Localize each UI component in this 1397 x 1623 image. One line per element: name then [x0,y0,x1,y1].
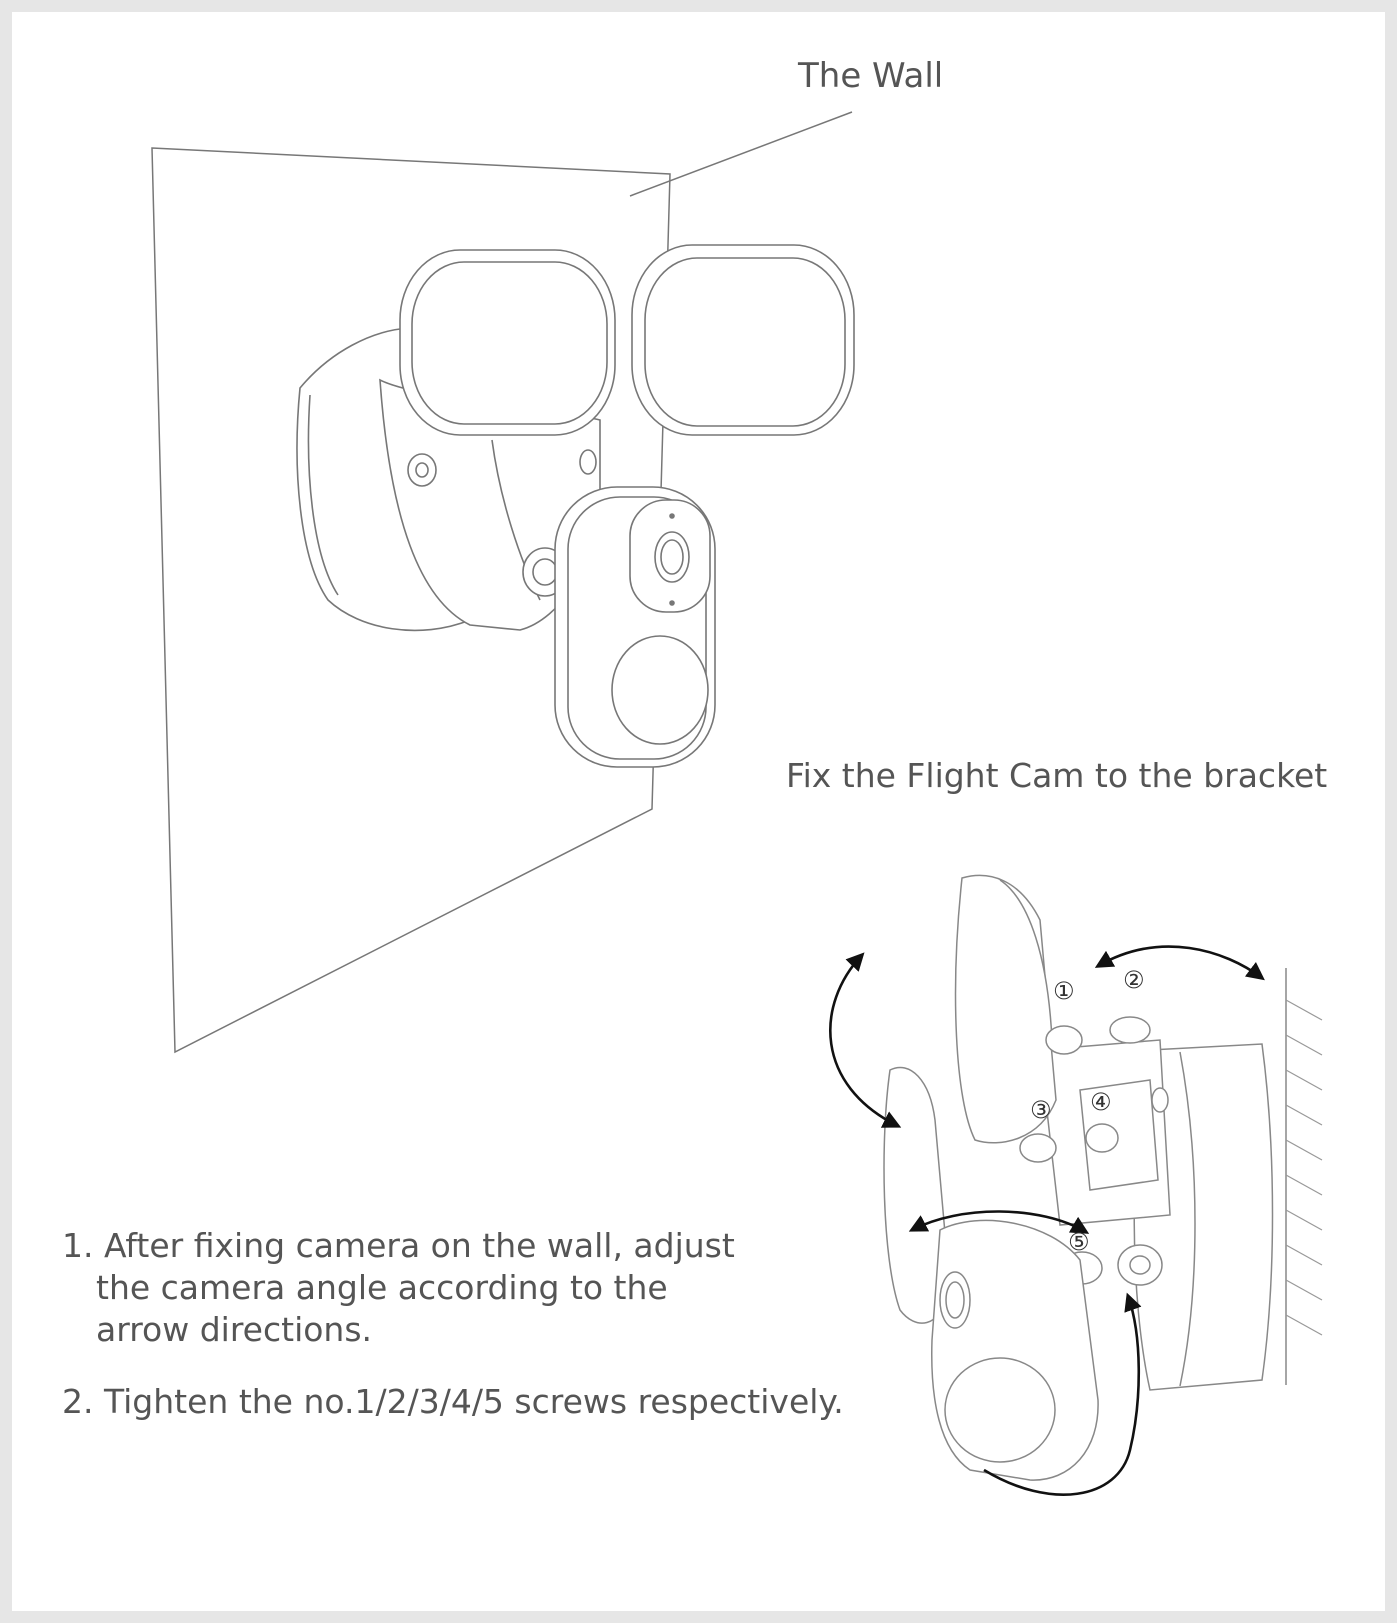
swivel-arrow-middle [908,1210,1090,1234]
step-text-line: After fixing camera on the wall, adjust [104,1226,735,1265]
screw-marker-1: ① [1053,977,1075,1005]
bracket-side-view-illustration [883,874,1323,1481]
step-text-line: Tighten the no.1/2/3/4/5 screws respecti… [104,1382,844,1421]
tilt-arrow-bottom [983,1292,1142,1496]
step-text-line: the camera angle according to the [96,1268,668,1307]
wall-leader-line [629,111,853,197]
bracket-title: Fix the Flight Cam to the bracket [786,756,1328,795]
instruction-step-1: 1. After fixing camera on the wall, adju… [62,1225,735,1351]
rotate-arrow-top [1094,945,1265,981]
tilt-arrow-left [829,952,902,1128]
screw-marker-2: ② [1123,966,1145,994]
step-number: 2. [62,1382,94,1421]
floodlight-camera-illustration [296,244,855,768]
screw-marker-5: ⑤ [1068,1228,1090,1256]
screw-marker-4: ④ [1090,1088,1112,1116]
step-text-line: arrow directions. [96,1310,373,1349]
instruction-step-2: 2. Tighten the no.1/2/3/4/5 screws respe… [62,1381,844,1423]
screw-marker-3: ③ [1030,1096,1052,1124]
wall-label: The Wall [798,56,944,96]
step-number: 1. [62,1226,94,1265]
wall-plane [151,147,671,1054]
adjustment-arrows [829,945,1265,1496]
